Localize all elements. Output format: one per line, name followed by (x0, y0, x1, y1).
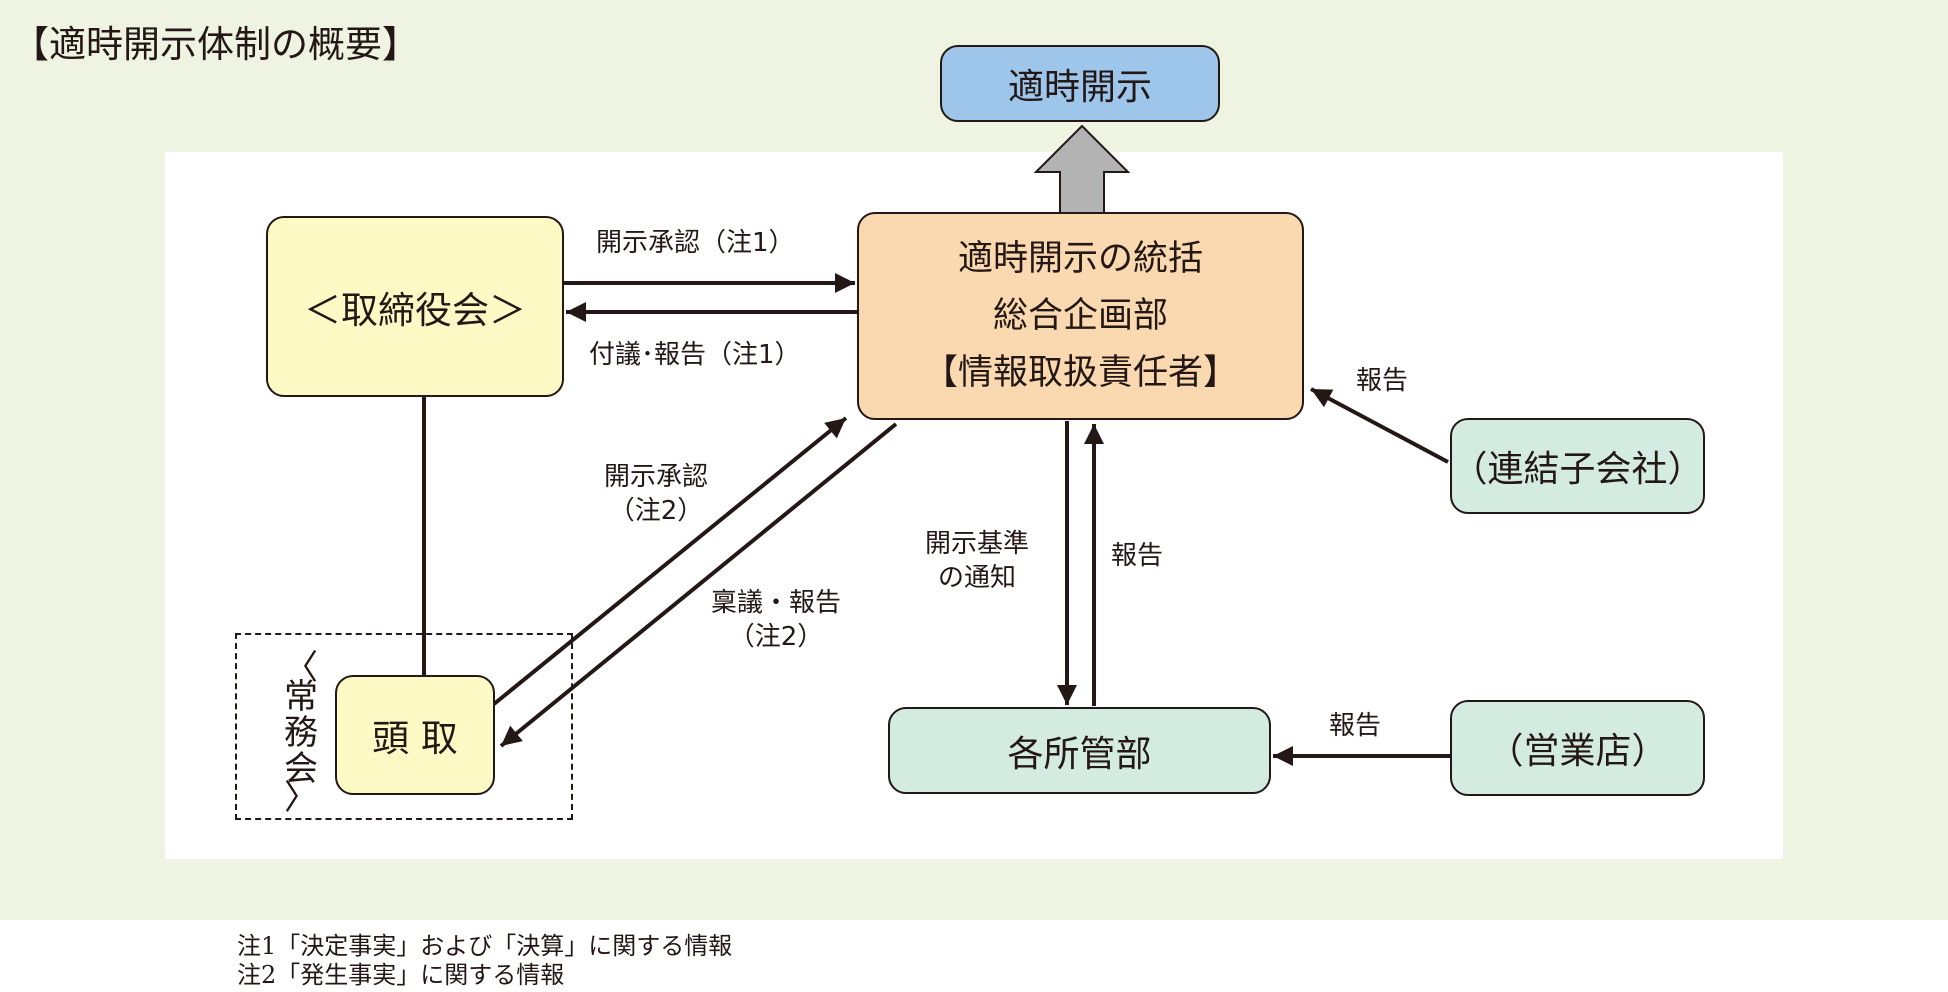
arrow-president-to-central (492, 416, 848, 706)
footnotes: 注1「決定事実」および「決算」に関する情報 注2「発生事実」に関する情報 (237, 932, 732, 990)
central-label-1: 適時開示の統括 (957, 238, 1203, 279)
executive-committee-label: 〈 常 務 会 〉 (281, 648, 321, 818)
executive-committee-group (235, 633, 573, 820)
arrow-central-to-president (499, 422, 898, 748)
label-criteria-line1: 開示基準 (925, 529, 1030, 559)
label-report-subsidiary: 報告 (1356, 366, 1409, 396)
president-label: 頭 取 (372, 717, 458, 760)
central-label-2: 総合企画部 (992, 295, 1168, 336)
disclosure-up-arrow (1033, 124, 1131, 214)
subsidiary-label: （連結子会社） (1451, 449, 1704, 490)
exec-char-open: 〈 (284, 648, 318, 688)
label-approval-note2-line1: 開示承認 (604, 462, 709, 492)
disclosure-label: 適時開示 (1007, 66, 1152, 108)
label-ringi-report: 稟議・報告 （注2） (711, 586, 841, 654)
central-box: 適時開示の統括 総合企画部 【情報取扱責任者】 (857, 212, 1304, 420)
diagram-title: 【適時開示体制の概要】 (12, 23, 419, 66)
subsidiary-box: （連結子会社） (1450, 418, 1705, 514)
label-criteria-line2: の通知 (938, 563, 1017, 593)
departments-box: 各所管部 (888, 707, 1271, 794)
branches-box: （営業店） (1450, 700, 1705, 796)
footnote-1: 注1「決定事実」および「決算」に関する情報 (237, 932, 733, 960)
label-ringi-report-line2: （注2） (728, 622, 824, 652)
label-approval-note2-line2: （注2） (608, 496, 704, 526)
arrow-subsidiary-to-central (1310, 387, 1449, 464)
footnote-2: 注2「発生事実」に関する情報 (237, 961, 565, 989)
label-report-departments: 報告 (1111, 541, 1164, 571)
exec-char-1: 常 (284, 677, 318, 717)
board-label: ＜取締役会＞ (304, 288, 526, 332)
board-box: ＜取締役会＞ (266, 216, 564, 397)
label-approval-note1: 開示承認（注1） (596, 228, 795, 258)
central-label-3: 【情報取扱責任者】 (922, 352, 1238, 393)
label-criteria: 開示基準 の通知 (925, 527, 1029, 595)
label-ringi-report-line1: 稟議・報告 (711, 588, 842, 618)
label-approval-note2: 開示承認 （注2） (604, 460, 708, 528)
exec-char-3: 会 (284, 749, 318, 789)
label-proposal-report-note1: 付議･報告（注1） (589, 340, 801, 370)
branches-label: （営業店） (1487, 731, 1668, 772)
departments-label: 各所管部 (1007, 733, 1152, 775)
label-report-branches: 報告 (1329, 711, 1382, 741)
exec-char-close: 〉 (284, 778, 318, 818)
disclosure-box: 適時開示 (940, 45, 1220, 122)
president-box: 頭 取 (335, 675, 495, 795)
exec-char-2: 務 (284, 713, 318, 753)
